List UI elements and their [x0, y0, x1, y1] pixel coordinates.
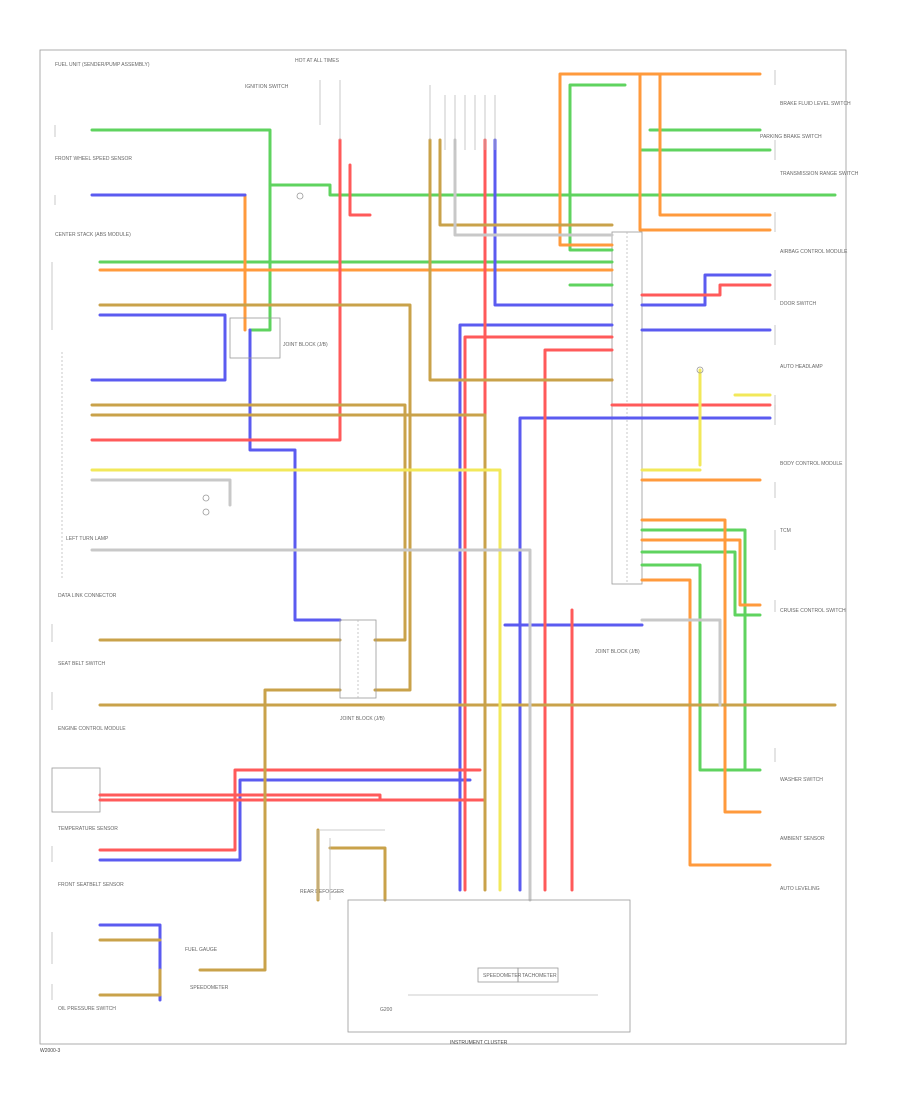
- wire-blue-3: [248, 328, 342, 622]
- left-component-0: FUEL UNIT (SENDER/PUMP ASSEMBLY): [55, 62, 150, 68]
- wire-tan-3: [90, 413, 487, 892]
- ignition-label: IGNITION SWITCH: [245, 84, 289, 90]
- wire-red-10: [98, 768, 482, 852]
- wire-blue-6: [640, 273, 772, 307]
- left-component-5: SEAT BELT SWITCH: [58, 661, 106, 667]
- page-code: W2000-3: [40, 1048, 61, 1054]
- wire-blue-4: [493, 138, 614, 307]
- wire-blue-5: [458, 323, 614, 892]
- wire-red-5: [640, 283, 772, 297]
- left-component-1: FRONT WHEEL SPEED SENSOR: [55, 156, 132, 162]
- wire-blue-2: [90, 313, 227, 382]
- tachometer-box: [517, 967, 559, 983]
- left-component-2: CENTER STACK (ABS MODULE): [55, 232, 131, 238]
- right-component-6: BODY CONTROL MODULE: [780, 461, 843, 467]
- wire-orange-4: [638, 72, 772, 232]
- wire-orange-8: [640, 518, 762, 814]
- left-component-9: OIL PRESSURE SWITCH: [58, 1006, 116, 1012]
- junction-label-a: JOINT BLOCK (J/B): [283, 342, 328, 348]
- wire-green-9: [640, 528, 747, 772]
- wire-grey-3: [640, 618, 722, 707]
- wire-green-10: [640, 550, 762, 617]
- ground-label: G200: [380, 1007, 392, 1013]
- wire-blue-10: [98, 778, 472, 862]
- wire-green-4: [568, 83, 627, 252]
- wires: [90, 72, 837, 1002]
- wire-red-2: [348, 163, 372, 217]
- junction-label-c: JOINT BLOCK (J/B): [595, 649, 640, 655]
- diagram-frame: [39, 49, 847, 1045]
- right-component-9: WASHER SWITCH: [780, 777, 823, 783]
- gauge-left-label: FUEL GAUGE: [185, 947, 218, 953]
- left-component-7: TEMPERATURE SENSOR: [58, 826, 118, 832]
- junction-box-a: [229, 317, 281, 359]
- wire-red-1: [90, 138, 342, 442]
- left-component-6: ENGINE CONTROL MODULE: [58, 726, 126, 732]
- wire-tan-6: [198, 688, 342, 972]
- splice-icon: [296, 192, 304, 200]
- speed-label: SPEEDOMETER: [190, 985, 229, 991]
- left-component-4: DATA LINK CONNECTOR: [58, 593, 117, 599]
- cluster-title: INSTRUMENT CLUSTER: [450, 1040, 508, 1046]
- right-component-10: AMBIENT SENSOR: [780, 836, 825, 842]
- wire-orange-6: [640, 538, 762, 607]
- wire-blue-11: [98, 923, 162, 1002]
- wire-orange-3: [658, 72, 772, 217]
- wire-tan-11: [98, 968, 162, 997]
- sensor-icon: [696, 366, 704, 374]
- top-center-taps: [319, 80, 496, 150]
- right-component-4: DOOR SWITCH: [780, 301, 816, 307]
- wire-blue-8: [518, 416, 614, 892]
- wire-tan-8: [438, 138, 614, 227]
- wire-tan-1: [98, 303, 412, 692]
- wire-green-1: [90, 128, 272, 332]
- cluster-tach-label: TACHOMETER: [522, 973, 557, 979]
- wire-green-8: [640, 563, 762, 772]
- wire-red-3: [543, 348, 614, 892]
- left-component-3: LEFT TURN LAMP: [66, 536, 109, 542]
- right-component-0: BRAKE FLUID LEVEL SWITCH: [780, 101, 851, 107]
- top-fuse-label: HOT AT ALL TIMES: [295, 58, 340, 64]
- right-component-11: AUTO LEVELING: [780, 886, 820, 892]
- wire-grey-2: [453, 138, 614, 237]
- right-component-7: TCM: [780, 528, 791, 534]
- left-connector-brackets: [51, 125, 101, 1000]
- cluster-outline: [347, 899, 631, 1033]
- left-component-labels: FUEL UNIT (SENDER/PUMP ASSEMBLY) FRONT W…: [55, 62, 150, 1012]
- wire-tan-10: [328, 846, 387, 902]
- wire-green-2: [268, 183, 837, 197]
- junction-label-b: JOINT BLOCK (J/B): [340, 716, 385, 722]
- junction-box-b: [339, 619, 377, 699]
- component-symbols: [202, 192, 704, 516]
- right-component-1: PARKING BRAKE SWITCH: [760, 134, 822, 140]
- wire-tan-7: [428, 138, 614, 382]
- instrument-cluster: SPEEDOMETER TACHOMETER INSTRUMENT CLUSTE…: [347, 899, 631, 1046]
- right-component-3: AIRBAG CONTROL MODULE: [780, 249, 848, 255]
- left-component-8: FRONT SEATBELT SENSOR: [58, 882, 124, 888]
- right-component-8: CRUISE CONTROL SWITCH: [780, 608, 846, 614]
- right-component-labels: BRAKE FLUID LEVEL SWITCH PARKING BRAKE S…: [760, 101, 859, 892]
- wire-tan-2: [90, 403, 407, 642]
- rear-label: REAR DEFOGGER: [300, 889, 344, 895]
- lamp-icon: [202, 508, 210, 516]
- wire-orange-7: [640, 578, 772, 867]
- wire-grey-1: [90, 548, 532, 902]
- rear-defogger-connector: [317, 829, 385, 900]
- lamp-icon: [202, 494, 210, 502]
- right-component-5: AUTO HEADLAMP: [780, 364, 823, 370]
- right-component-2: TRANSMISSION RANGE SWITCH: [780, 171, 859, 177]
- wire-yellow-1: [90, 468, 502, 892]
- wire-red-4: [463, 335, 614, 892]
- cluster-speed-label: SPEEDOMETER: [483, 973, 522, 979]
- wire-grey-4: [90, 478, 232, 507]
